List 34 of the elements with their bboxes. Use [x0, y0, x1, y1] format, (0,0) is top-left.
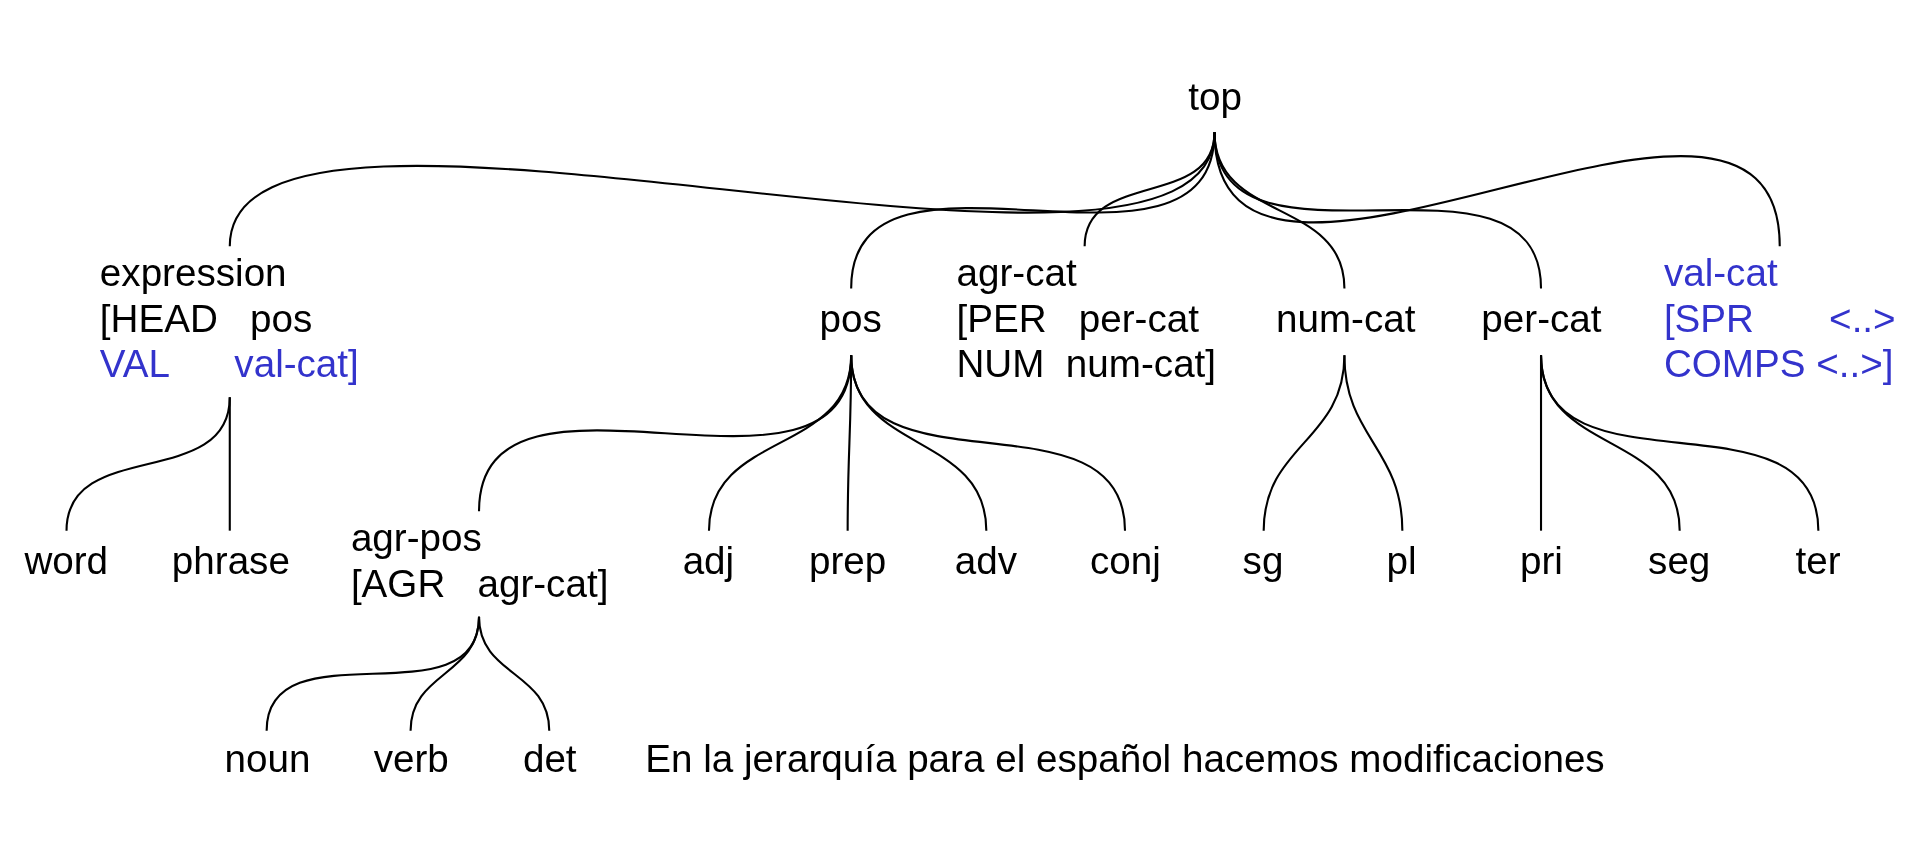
node-text: pri [1519, 538, 1563, 582]
node-text: agr-pos [AGR agr-cat] [350, 515, 609, 605]
node-text: sg [1242, 538, 1284, 582]
node-text: word [24, 538, 109, 582]
connector [850, 354, 1127, 531]
connector [228, 131, 1216, 247]
node-text: agr-cat [PER per-cat NUM num-cat] [956, 250, 1217, 385]
node-text: top [1188, 74, 1242, 118]
connector [1213, 131, 1781, 247]
node-text: phrase [171, 538, 290, 582]
node-text: pl [1386, 538, 1417, 582]
node-text: num-cat [1275, 296, 1416, 340]
node-text: pos [819, 296, 882, 340]
node-text: per-cat [1481, 296, 1602, 340]
node-text: adj [682, 538, 735, 582]
node-text: det [522, 736, 577, 780]
connector [1083, 131, 1216, 246]
connector [850, 131, 1216, 289]
node-text: prep [809, 538, 887, 582]
label: En la jerarquía para el español hacemos modificaciones [645, 736, 1605, 780]
node-text: adv [954, 538, 1017, 582]
node-text: val-cat [SPR <..> COMPS <..>] [1663, 250, 1896, 385]
connector [65, 396, 231, 531]
node-text: verb [373, 736, 449, 780]
connector [478, 616, 551, 731]
node-text: seg [1648, 538, 1711, 582]
connector [228, 396, 231, 531]
node-text: expression [HEAD pos VAL val-cat] [99, 250, 359, 385]
node-text: ter [1795, 538, 1841, 582]
node-text: noun [224, 736, 311, 780]
connector [1213, 131, 1543, 289]
connector [1540, 354, 1820, 531]
connector [1343, 354, 1404, 531]
node-text: conj [1089, 538, 1161, 582]
